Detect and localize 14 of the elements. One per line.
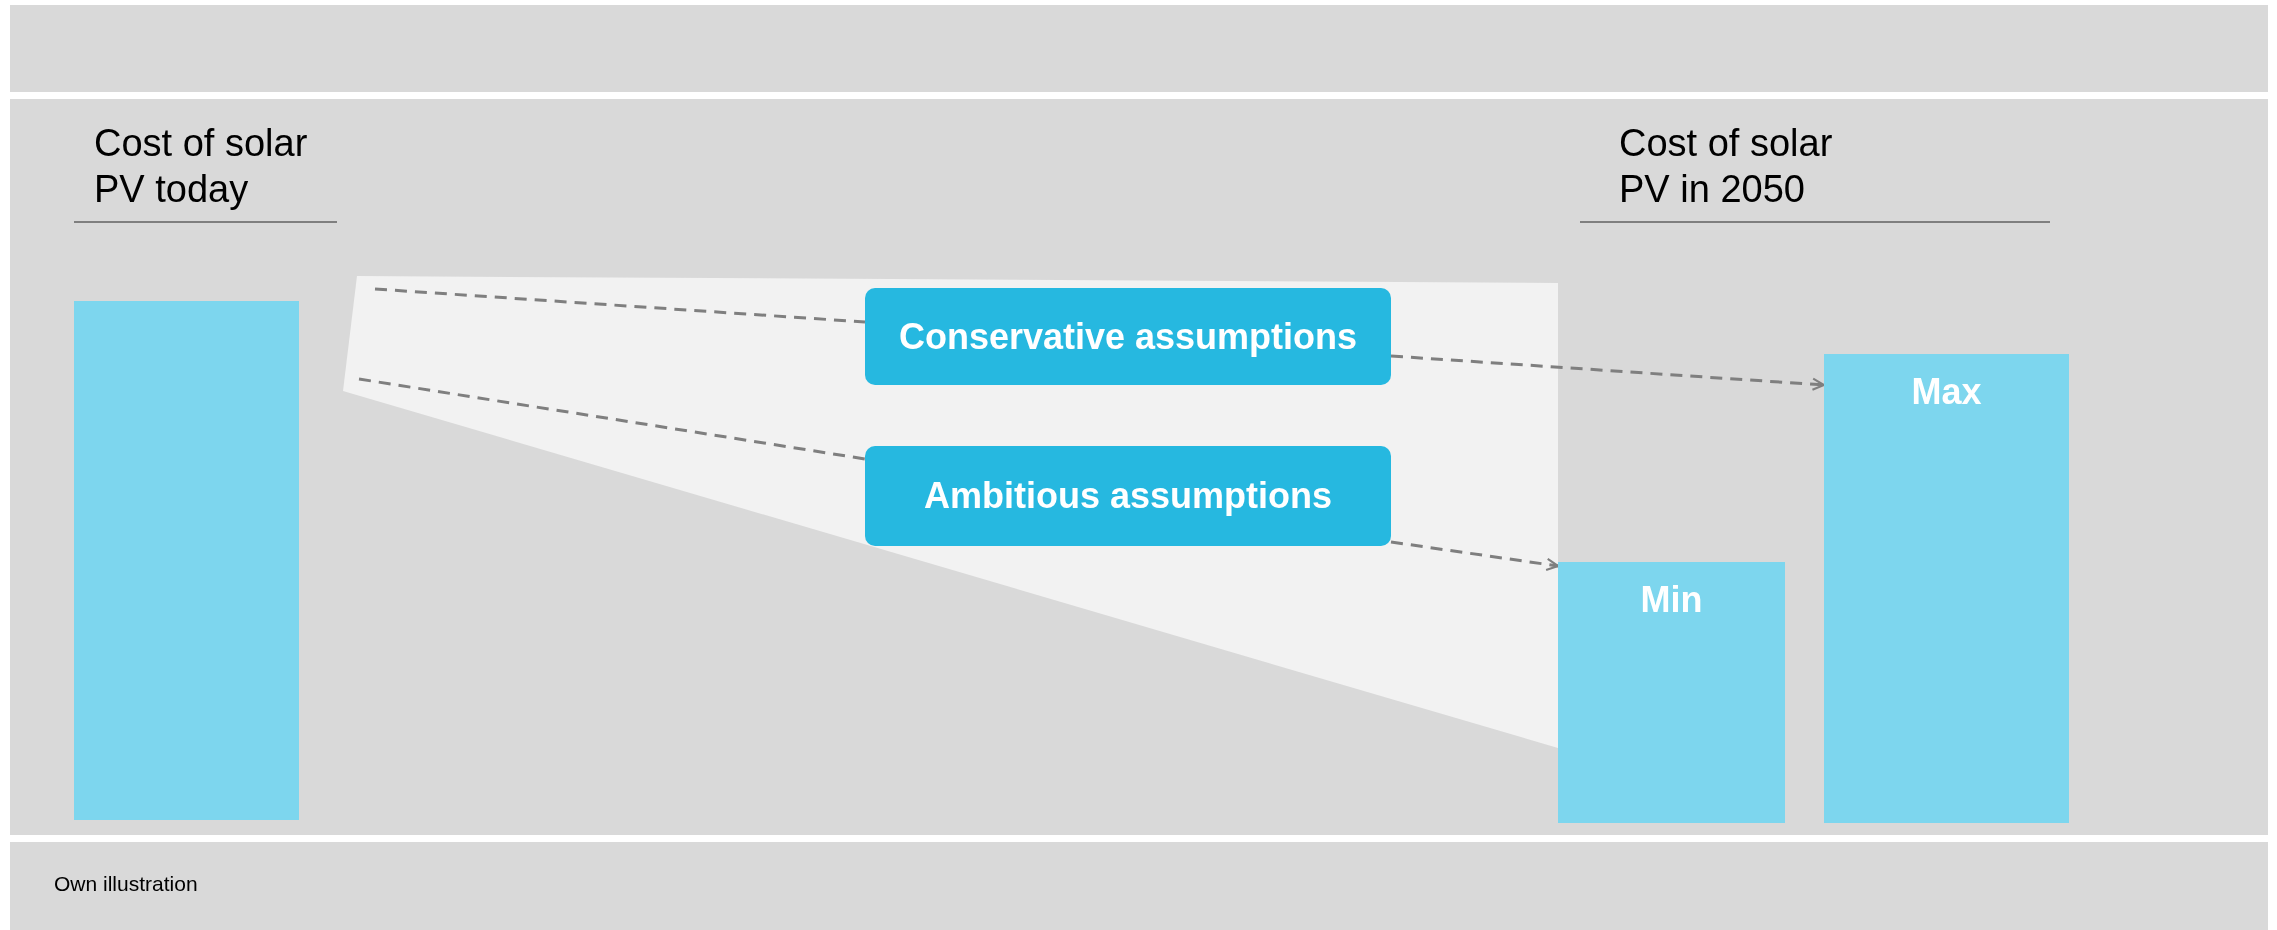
node-label: Min bbox=[1640, 578, 1703, 622]
caption: Own illustration bbox=[54, 872, 198, 896]
heading: Cost of solar PV in 2050 bbox=[1619, 121, 1834, 212]
bar bbox=[74, 301, 299, 820]
node-label: Conservative assumptions bbox=[898, 314, 1358, 359]
heading: Cost of solar PV today bbox=[94, 121, 309, 212]
bar bbox=[1558, 562, 1785, 823]
dashed-arrow bbox=[1390, 540, 1560, 571]
bar bbox=[1824, 354, 2069, 823]
assumption-box bbox=[865, 446, 1391, 546]
assumption-box bbox=[865, 288, 1391, 385]
node-label: Max bbox=[1911, 370, 1982, 414]
dashed-arrow bbox=[1390, 354, 1826, 391]
node-label: Ambitious assumptions bbox=[923, 474, 1332, 518]
